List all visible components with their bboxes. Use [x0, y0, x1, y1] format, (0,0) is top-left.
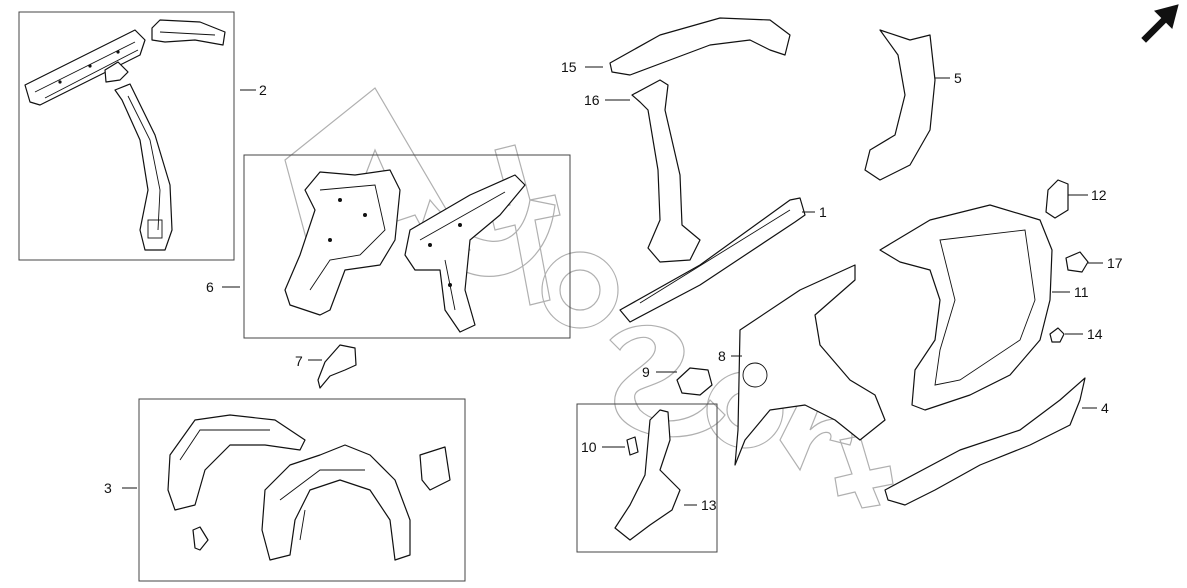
callout-7: 7 — [295, 353, 303, 369]
callout-8: 8 — [718, 348, 726, 364]
callout-4: 4 — [1101, 400, 1109, 416]
part-1-sill — [619, 197, 806, 323]
callout-2: 2 — [259, 82, 267, 98]
callout-3: 3 — [104, 480, 112, 496]
callout-14: 14 — [1087, 326, 1103, 342]
part-17-clip — [1065, 251, 1089, 273]
callout-5: 5 — [954, 70, 962, 86]
part-9-fuel-lid — [676, 367, 713, 396]
part-16-pillar — [631, 79, 701, 263]
callout-1: 1 — [819, 204, 827, 220]
part-13-bracket — [614, 409, 681, 541]
part-4-rocker — [884, 377, 1086, 506]
part-5-pillar — [864, 29, 936, 181]
part-6-inner-panels — [284, 169, 526, 333]
part-3-wheelhouse — [167, 414, 451, 561]
part-15-roof-rail — [609, 17, 791, 76]
callout-10: 10 — [581, 439, 597, 455]
callouts: 1 2 3 4 5 6 7 8 9 10 11 12 13 14 15 16 1… — [104, 59, 1123, 513]
part-12-bracket — [1045, 179, 1069, 219]
callout-9: 9 — [642, 364, 650, 380]
part-2-rails — [24, 19, 226, 251]
arrow-up-right-icon — [1141, 4, 1179, 43]
group-box-6 — [243, 154, 571, 339]
part-8-quarter-panel — [734, 264, 886, 466]
part-10-plug — [626, 436, 639, 456]
callout-11: 11 — [1074, 284, 1089, 300]
group-box-13 — [576, 403, 718, 553]
part-14-clip — [1049, 327, 1065, 343]
callout-6: 6 — [206, 279, 214, 295]
group-box-2 — [18, 11, 235, 261]
callout-17: 17 — [1107, 255, 1123, 271]
callout-16: 16 — [584, 92, 600, 108]
callout-13: 13 — [701, 497, 717, 513]
leader-lines — [122, 66, 1103, 506]
part-11-side-panel — [879, 204, 1053, 411]
part-7-bracket — [317, 344, 357, 389]
callout-12: 12 — [1091, 187, 1107, 203]
callout-15: 15 — [561, 59, 577, 75]
group-box-3 — [138, 398, 466, 582]
